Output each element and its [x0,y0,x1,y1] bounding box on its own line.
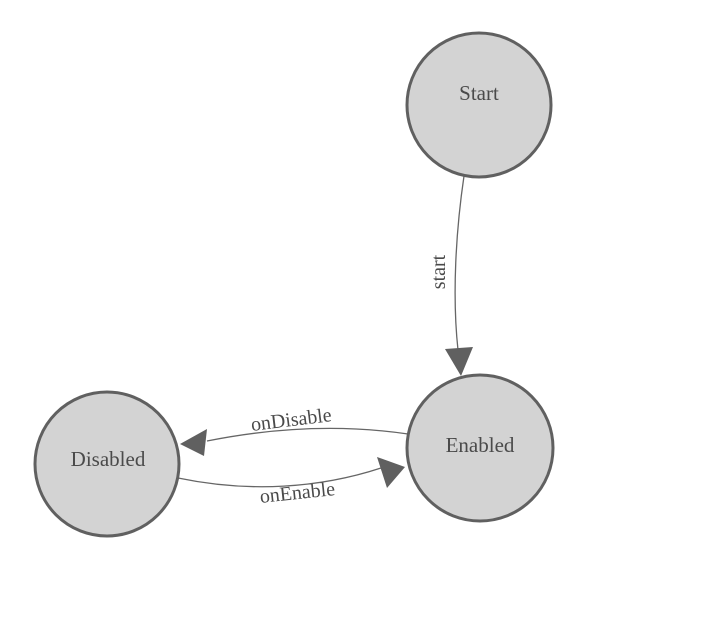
edge-label-ondisable: onDisable [250,404,333,436]
arrowhead-icon [180,429,207,456]
edge-label-start: start [428,254,450,289]
state-label-disabled: Disabled [71,447,146,471]
state-circle-enabled[interactable] [405,373,555,523]
edge-label-onenable: onEnable [259,478,337,508]
edge-line-start [454,175,465,351]
state-node-start[interactable]: Start [405,31,553,179]
state-circle-disabled[interactable] [33,390,181,538]
arrowhead-icon [445,347,473,376]
state-label-start: Start [459,81,499,105]
edge-line-ondisable [206,427,409,442]
edge-start-to-enabled: start [428,175,473,376]
state-node-disabled[interactable]: Disabled [33,390,181,538]
state-label-enabled: Enabled [446,433,515,457]
edge-line-onenable [177,467,382,488]
state-node-enabled[interactable]: Enabled [405,373,555,523]
arrowhead-icon [377,457,405,488]
edge-disabled-to-enabled: onEnable [177,457,405,508]
edge-enabled-to-disabled: onDisable [180,404,409,456]
state-circle-start[interactable] [405,31,553,179]
